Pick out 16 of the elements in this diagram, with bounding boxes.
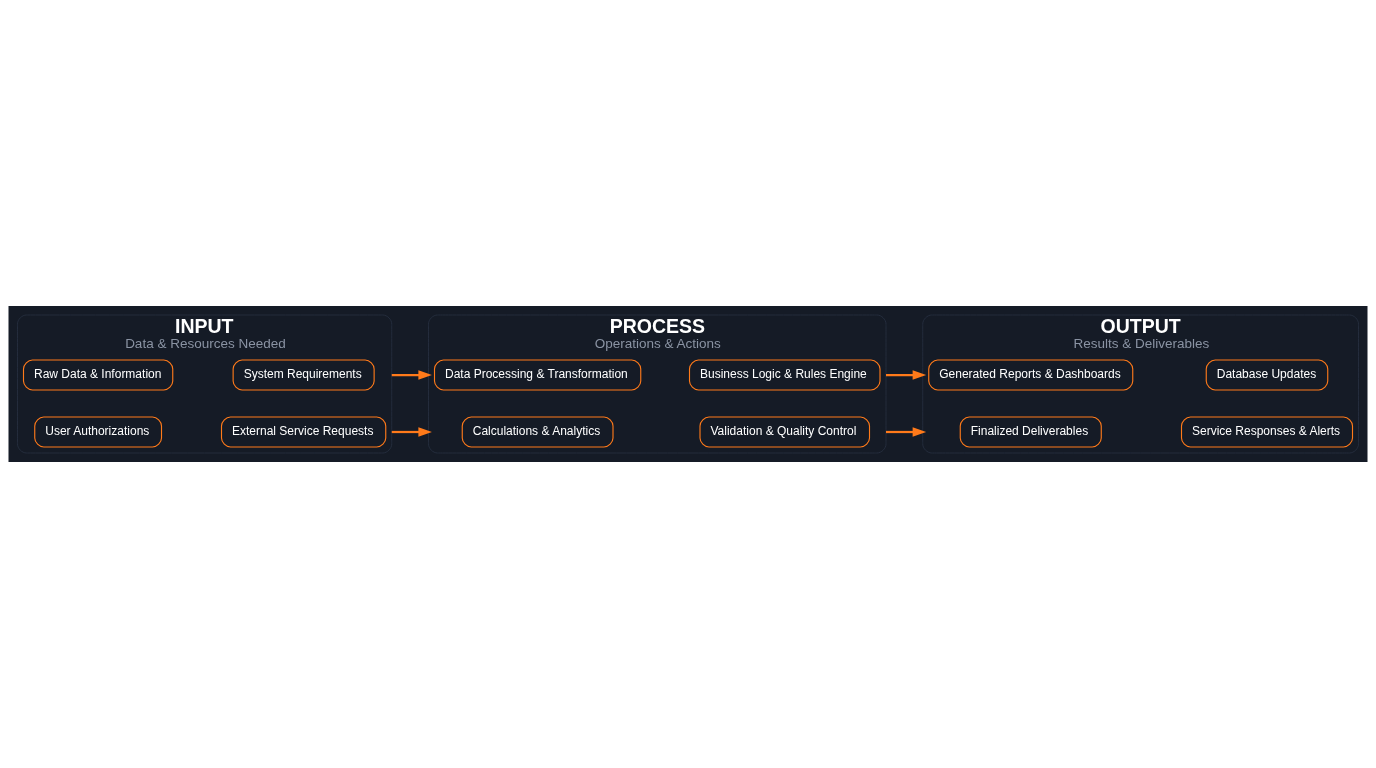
node-box: Validation & Quality Control <box>699 416 871 448</box>
arrow <box>391 427 432 437</box>
node-box: Business Logic & Rules Engine <box>688 359 881 391</box>
node-box: Service Responses & Alerts <box>1180 416 1354 448</box>
node-box: Raw Data & Information <box>22 359 174 391</box>
node-box: User Authorizations <box>34 416 163 448</box>
node-box: External Service Requests <box>220 416 387 448</box>
node-box: Data Processing & Transformation <box>433 359 642 391</box>
node-box: Database Updates <box>1205 359 1329 391</box>
node-box: System Requirements <box>232 359 375 391</box>
arrow <box>886 427 927 437</box>
node-box: Finalized Deliverables <box>959 416 1102 448</box>
node-box: Generated Reports & Dashboards <box>928 359 1134 391</box>
arrow <box>391 370 432 380</box>
arrow <box>886 370 927 380</box>
node-box: Calculations & Analytics <box>461 416 614 448</box>
